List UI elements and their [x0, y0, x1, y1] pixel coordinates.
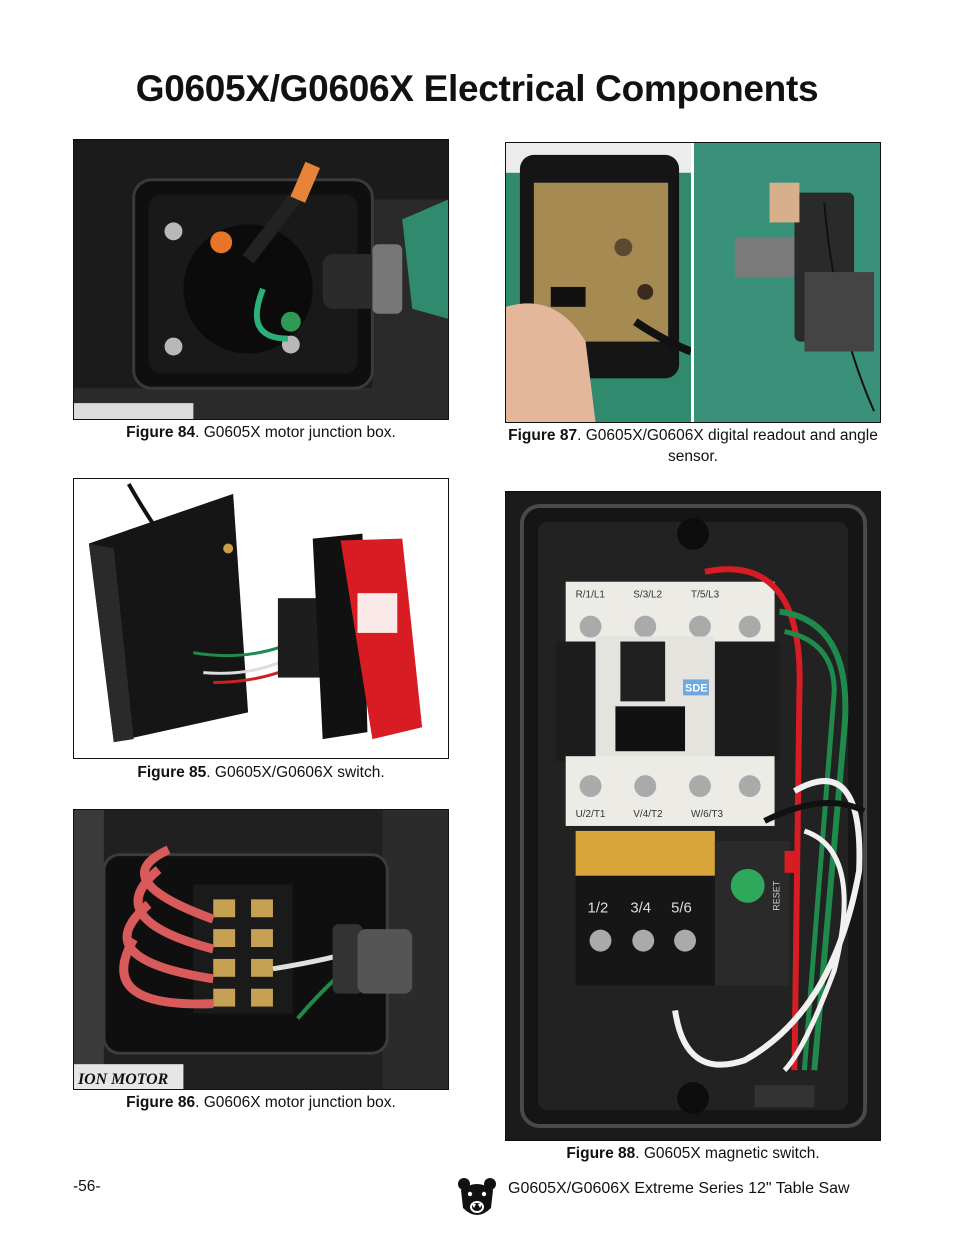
- figure-label: Figure 85: [137, 764, 207, 781]
- figure-label: Figure 86: [126, 1094, 196, 1111]
- grizzly-bear-icon: [457, 1176, 497, 1222]
- figure-85-photo: [73, 478, 449, 759]
- terminal-label: W/6/T3: [691, 809, 723, 820]
- figure-text: . G0605X magnetic switch.: [635, 1145, 820, 1162]
- figure-88-caption: Figure 88. G0605X magnetic switch.: [505, 1143, 881, 1164]
- page-title: G0605X/G0606X Electrical Components: [135, 68, 819, 109]
- figure-87-photo: [505, 142, 881, 423]
- figure-text: . G0606X motor junction box.: [195, 1094, 396, 1111]
- terminal-label: R/1/L1: [576, 590, 606, 601]
- figure-label: Figure 87: [508, 427, 578, 444]
- figure-text: . G0605X/G0606X digital readout and angl…: [577, 427, 878, 465]
- figure-88-photo: R/1/L1 S/3/L2 T/5/L3 SDE U/2/T1 V/4/T2 W…: [505, 491, 881, 1141]
- figure-87-caption: Figure 87. G0605X/G0606X digital readout…: [505, 425, 881, 467]
- page-number: -56-: [73, 1178, 101, 1195]
- terminal-label: S/3/L2: [633, 590, 662, 601]
- terminal-label: T/5/L3: [691, 590, 720, 601]
- figure-text: . G0605X motor junction box.: [195, 424, 396, 441]
- terminal-label: U/2/T1: [576, 809, 606, 820]
- figure-86-photo: ION MOTOR: [73, 809, 449, 1090]
- relay-terminal-label: 3/4: [630, 900, 651, 917]
- motor-plate-text: ION MOTOR: [77, 1071, 168, 1088]
- contactor-brand: SDE: [685, 682, 707, 694]
- figure-84-caption: Figure 84. G0605X motor junction box.: [73, 422, 449, 443]
- footer-manual-title: G0605X/G0606X Extreme Series 12" Table S…: [508, 1180, 850, 1197]
- figure-text: . G0605X/G0606X switch.: [206, 764, 385, 781]
- figure-label: Figure 88: [566, 1145, 636, 1162]
- relay-terminal-label: 5/6: [671, 900, 692, 917]
- relay-terminal-label: 1/2: [588, 900, 609, 917]
- figure-85-caption: Figure 85. G0605X/G0606X switch.: [73, 762, 449, 783]
- figure-86-caption: Figure 86. G0606X motor junction box.: [73, 1092, 449, 1113]
- figure-label: Figure 84: [126, 424, 196, 441]
- terminal-label: V/4/T2: [633, 809, 663, 820]
- figure-84-photo: [73, 139, 449, 420]
- reset-label: RESET: [772, 880, 782, 910]
